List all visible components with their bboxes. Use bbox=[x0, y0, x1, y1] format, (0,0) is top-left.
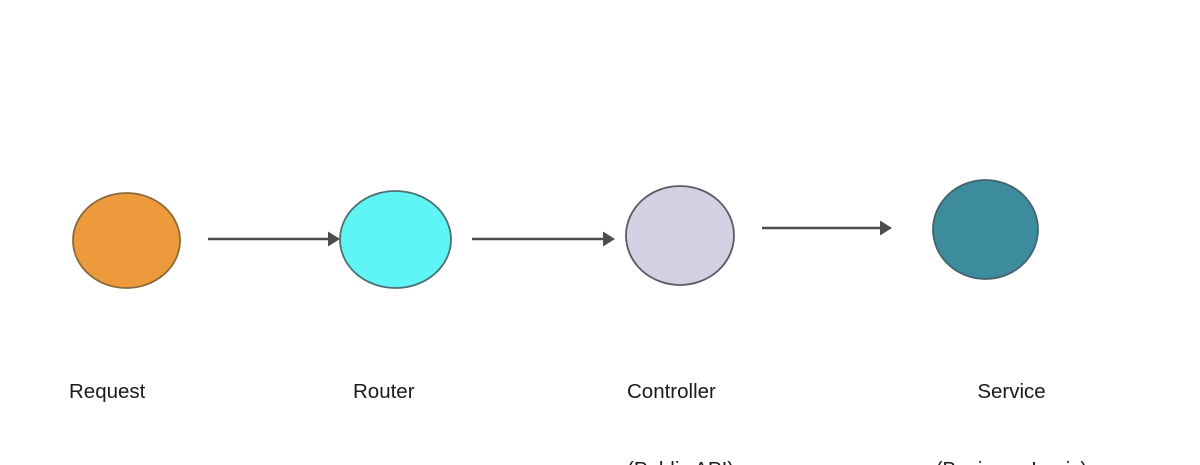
node-router-shape[interactable] bbox=[339, 190, 452, 289]
node-controller-shape[interactable] bbox=[625, 185, 735, 286]
arrowhead-icon bbox=[880, 220, 892, 236]
arrow-group bbox=[208, 220, 892, 247]
node-service-shape[interactable] bbox=[932, 179, 1039, 280]
arrow-router-to-controller bbox=[472, 231, 615, 247]
label-line: Controller bbox=[627, 380, 716, 403]
arrow-request-to-router bbox=[208, 231, 340, 247]
label-line: Router bbox=[353, 380, 415, 403]
arrow-controller-to-service bbox=[762, 220, 892, 236]
node-label-request: Request bbox=[69, 327, 145, 457]
label-line: (Business Logic) bbox=[923, 457, 1100, 465]
node-request-shape[interactable] bbox=[72, 192, 181, 289]
node-label-service: Service (Business Logic) bbox=[923, 327, 1100, 465]
node-label-controller: Controller (Public API) bbox=[627, 327, 734, 465]
label-line: (Public API) bbox=[627, 457, 734, 465]
node-group bbox=[72, 179, 1039, 289]
arrowhead-icon bbox=[603, 231, 615, 247]
label-line: Request bbox=[69, 380, 146, 403]
node-label-router: Router bbox=[353, 327, 415, 457]
label-line: Service bbox=[977, 380, 1046, 403]
arrowhead-icon bbox=[328, 231, 340, 247]
